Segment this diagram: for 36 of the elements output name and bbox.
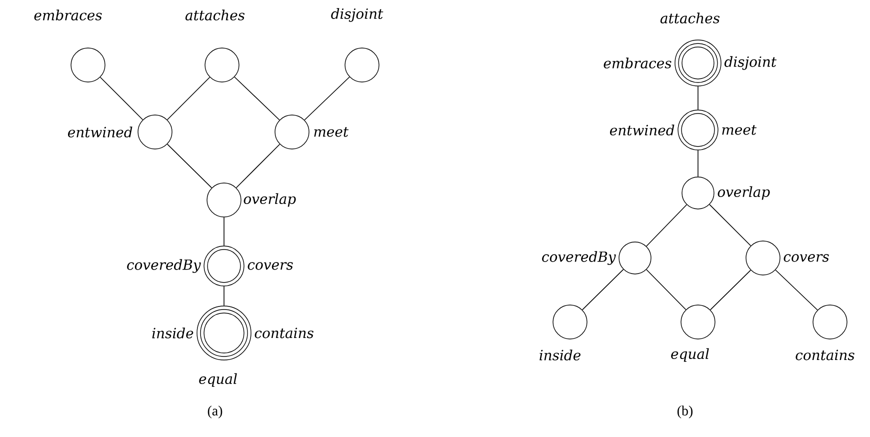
node-label: contains [796,350,854,360]
connector-line [646,269,686,310]
connector-line [775,270,818,310]
node-label: meet [314,127,349,137]
connector-line [304,76,350,120]
connector-line [646,204,688,247]
node-label: inside [152,328,194,338]
connector-line [234,76,280,120]
connector-line [236,144,280,188]
connector-line [710,270,752,310]
node-label: overlap [244,193,296,207]
node-label: embraces [604,58,672,68]
connector-line [166,76,210,120]
connector-line [709,204,752,246]
node-label: equal [671,348,709,362]
panel-caption: (b) [677,406,693,418]
node-label: covers [248,262,293,270]
node-label: embraces [34,10,102,20]
node-label: inside [540,350,580,360]
node-label: covers [784,254,829,262]
node-label: meet [722,125,757,135]
node-label: coveredBy [127,259,201,273]
node-label: disjoint [331,8,384,22]
connector-line [582,269,624,310]
node-label: overlap [718,186,770,200]
node-label: attaches [185,10,245,20]
node-label: contains [254,328,314,338]
node-label: entwined [610,124,674,136]
connector-line [166,144,212,188]
panel-caption: (a) [208,406,222,418]
node-label: coveredBy [542,251,616,265]
node-label: entwined [68,126,132,138]
connector-line [100,76,144,120]
node-label: equal [199,373,237,387]
node-label: attaches [660,12,720,24]
node-label: disjoint [724,56,777,70]
